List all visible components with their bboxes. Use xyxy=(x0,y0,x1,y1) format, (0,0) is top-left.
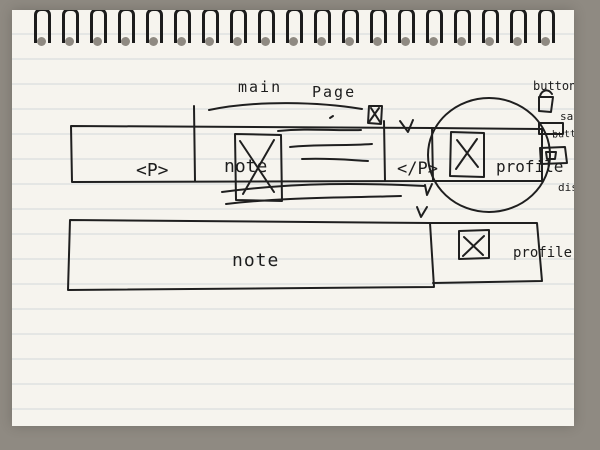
sketch-lines xyxy=(67,89,568,291)
spiral-ring xyxy=(538,10,555,43)
spiral-ring xyxy=(258,10,275,43)
sketch-title-page: Page xyxy=(312,83,357,101)
spiral-ring xyxy=(510,10,527,43)
save-button[interactable] xyxy=(539,96,555,113)
spiral-ring xyxy=(202,10,219,43)
button-button[interactable] xyxy=(539,123,567,138)
spiral-ring xyxy=(426,10,443,43)
binding-hole xyxy=(541,37,550,46)
spiral-ring xyxy=(62,10,79,43)
spiral-ring xyxy=(398,10,415,43)
paragraph-close-tag: </P> xyxy=(397,159,438,179)
binding-hole xyxy=(457,37,466,46)
binding-hole xyxy=(121,37,130,46)
spiral-ring xyxy=(146,10,163,43)
profile-label-top: profile xyxy=(496,157,564,176)
spiral-ring xyxy=(230,10,247,43)
spiral-ring xyxy=(454,10,471,43)
binding-hole xyxy=(317,37,326,46)
button-label: button xyxy=(533,79,574,93)
spiral-ring xyxy=(342,10,359,43)
binding-hole xyxy=(205,37,214,46)
binding-hole xyxy=(345,37,354,46)
spiral-ring xyxy=(90,10,107,43)
paragraph-open-tag: <P> xyxy=(136,160,169,181)
spiral-ring xyxy=(174,10,191,43)
save-label: save xyxy=(560,110,574,123)
binding-hole xyxy=(177,37,186,46)
dislike-button[interactable] xyxy=(540,147,569,166)
spiral-ring xyxy=(370,10,387,43)
sketch-title-main: main xyxy=(238,78,283,96)
binding-hole xyxy=(261,37,270,46)
binding-hole xyxy=(149,37,158,46)
binding-hole xyxy=(233,37,242,46)
spiral-ring xyxy=(34,10,51,43)
notebook-page: main Page <P> note </P> profile note pro… xyxy=(12,10,574,426)
dislike-label: dislike xyxy=(558,181,574,194)
spiral-ring xyxy=(482,10,499,43)
spiral-binding xyxy=(34,10,564,48)
binding-hole xyxy=(485,37,494,46)
ruled-lines xyxy=(12,10,574,426)
spiral-ring xyxy=(286,10,303,43)
binding-hole xyxy=(401,37,410,46)
binding-hole xyxy=(289,37,298,46)
binding-hole xyxy=(93,37,102,46)
note-label-top: note xyxy=(224,156,268,177)
binding-hole xyxy=(513,37,522,46)
binding-hole xyxy=(373,37,382,46)
binding-hole xyxy=(429,37,438,46)
binding-hole xyxy=(65,37,74,46)
spiral-ring xyxy=(314,10,331,43)
note-label-bottom: note xyxy=(232,250,280,271)
binding-hole xyxy=(37,37,46,46)
spiral-ring xyxy=(118,10,135,43)
profile-label-bottom: profile xyxy=(513,245,573,261)
